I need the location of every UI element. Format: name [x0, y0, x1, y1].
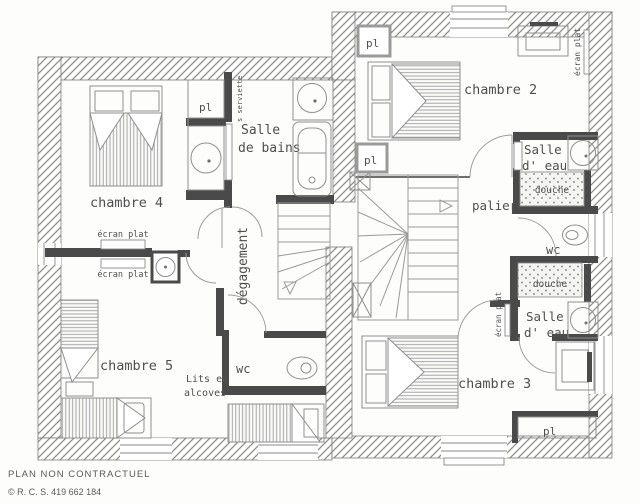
door-salle-de-bains	[231, 206, 263, 238]
window-right-wall-2	[589, 336, 612, 394]
label-ecran-plat: écran plat	[572, 28, 582, 76]
label-salle-de-bains-1: Salle	[241, 123, 280, 138]
room-chambre-5: chambre 5 Lits en alcoves	[60, 299, 325, 443]
label-douche-2: douche	[533, 279, 568, 290]
interior-walls	[45, 72, 598, 443]
door-chambre5	[185, 252, 217, 284]
bed-double-chambre4	[89, 85, 163, 187]
bed-double-chambre2	[367, 61, 461, 141]
bed-single-left	[60, 299, 100, 397]
bathtub	[292, 121, 332, 197]
label-douche-1: douche	[535, 185, 570, 196]
label-ecran-plat: écran plat	[494, 292, 503, 337]
washbasin-salle-eau-1	[567, 135, 599, 171]
label-pl: pl	[199, 101, 212, 114]
label-seche-serviette: s serviette	[236, 76, 244, 122]
window-top-right	[450, 5, 508, 37]
partition-tv-wall: écran plat écran plat	[97, 229, 217, 284]
stairs-main	[349, 171, 459, 321]
tv-chambre2: écran plat	[572, 28, 590, 76]
desk-chambre2	[517, 22, 569, 57]
washbasin-chambre4	[187, 125, 225, 191]
label-ecran-plat: écran plat	[97, 269, 148, 280]
footer-rcs: © R. C. S. 419 662 184	[8, 487, 101, 497]
window-right-wall-1	[589, 213, 612, 257]
door-chambre2	[469, 134, 513, 178]
room-wc-left: wc	[227, 294, 318, 380]
room-salle-de-bains: s serviette Salle de bains	[225, 76, 334, 197]
label-chambre-2: chambre 2	[464, 82, 537, 98]
label-salle-eau2-2: d' eau	[524, 325, 569, 340]
closet-pl-chambre2-top: pl	[356, 24, 392, 58]
stairs-direction-arrow	[439, 199, 454, 213]
room-wc-right: wc	[517, 217, 588, 257]
label-salle-eau1-1: Salle	[524, 142, 562, 157]
tv-chambre5	[100, 258, 146, 269]
footer-plan-non-contractuel: PLAN NON CONTRACTUEL	[8, 469, 150, 480]
door-leaf-salle-eau-1	[513, 141, 523, 171]
toilet-left	[286, 356, 318, 380]
towel-warmer	[225, 123, 233, 181]
washbasin-salle-de-bains	[292, 77, 334, 121]
bed-single-bottom-left	[60, 397, 152, 439]
room-salle-eau-1: Salle d' eau douche	[513, 135, 599, 207]
label-degagement: dégagement	[236, 227, 251, 305]
label-lits-2: alcoves	[184, 388, 226, 399]
door-chambre4	[197, 206, 231, 240]
label-lits-1: Lits en	[186, 374, 228, 385]
window-bottom-right	[441, 436, 507, 466]
stairs-down-arrow	[283, 281, 297, 296]
door-chambre3	[457, 299, 499, 341]
tv-chambre3: écran plat	[494, 292, 511, 337]
label-palier: palier	[472, 198, 518, 213]
label-chambre-3: chambre 3	[458, 376, 531, 392]
water-heater	[150, 250, 181, 284]
room-degagement: dégagement	[236, 227, 251, 305]
closet-pl-chambre2-bottom: pl	[355, 142, 389, 174]
corridor-doors	[197, 206, 263, 240]
label-pl: pl	[366, 37, 379, 50]
label-salle-eau1-2: d' eau	[522, 158, 567, 173]
duct-box-bottom	[352, 282, 372, 318]
door-salle-eau-2	[518, 336, 556, 374]
room-chambre-3: chambre 3 pl	[361, 299, 597, 439]
shower-2	[517, 262, 583, 298]
room-chambre-2: pl pl chambre 2 écran plat	[355, 22, 590, 178]
room-salle-eau-2: douche Salle d' eau écran plat	[494, 262, 599, 374]
window-bottom-left-2	[258, 438, 318, 460]
door-wc-left	[227, 294, 267, 334]
shower-1	[519, 171, 585, 207]
room-chambre-4: chambre 4 pl	[89, 79, 225, 211]
closet-pl-chambre4: pl	[187, 79, 225, 119]
stairs-left	[277, 202, 331, 300]
desk-chambre3	[555, 341, 595, 391]
label-pl: pl	[364, 154, 377, 167]
label-wc-right: wc	[546, 243, 560, 257]
tv-chambre4	[100, 239, 146, 250]
washbasin-salle-eau-2	[567, 301, 599, 339]
label-pl: pl	[543, 425, 556, 438]
closet-pl-chambre3: pl	[517, 416, 597, 439]
label-ecran-plat: écran plat	[97, 229, 148, 240]
door-wc-right	[517, 217, 557, 257]
label-chambre-4: chambre 4	[90, 195, 163, 211]
label-salle-eau2-1: Salle	[526, 309, 564, 324]
label-wc-left: wc	[236, 362, 250, 376]
label-salle-de-bains-2: de bains	[238, 141, 301, 156]
bed-double-chambre3	[361, 335, 459, 409]
bed-alcove	[227, 402, 325, 443]
window-bottom-left-1	[120, 438, 172, 460]
toilet-right	[562, 224, 588, 246]
label-chambre-5: chambre 5	[100, 358, 173, 374]
